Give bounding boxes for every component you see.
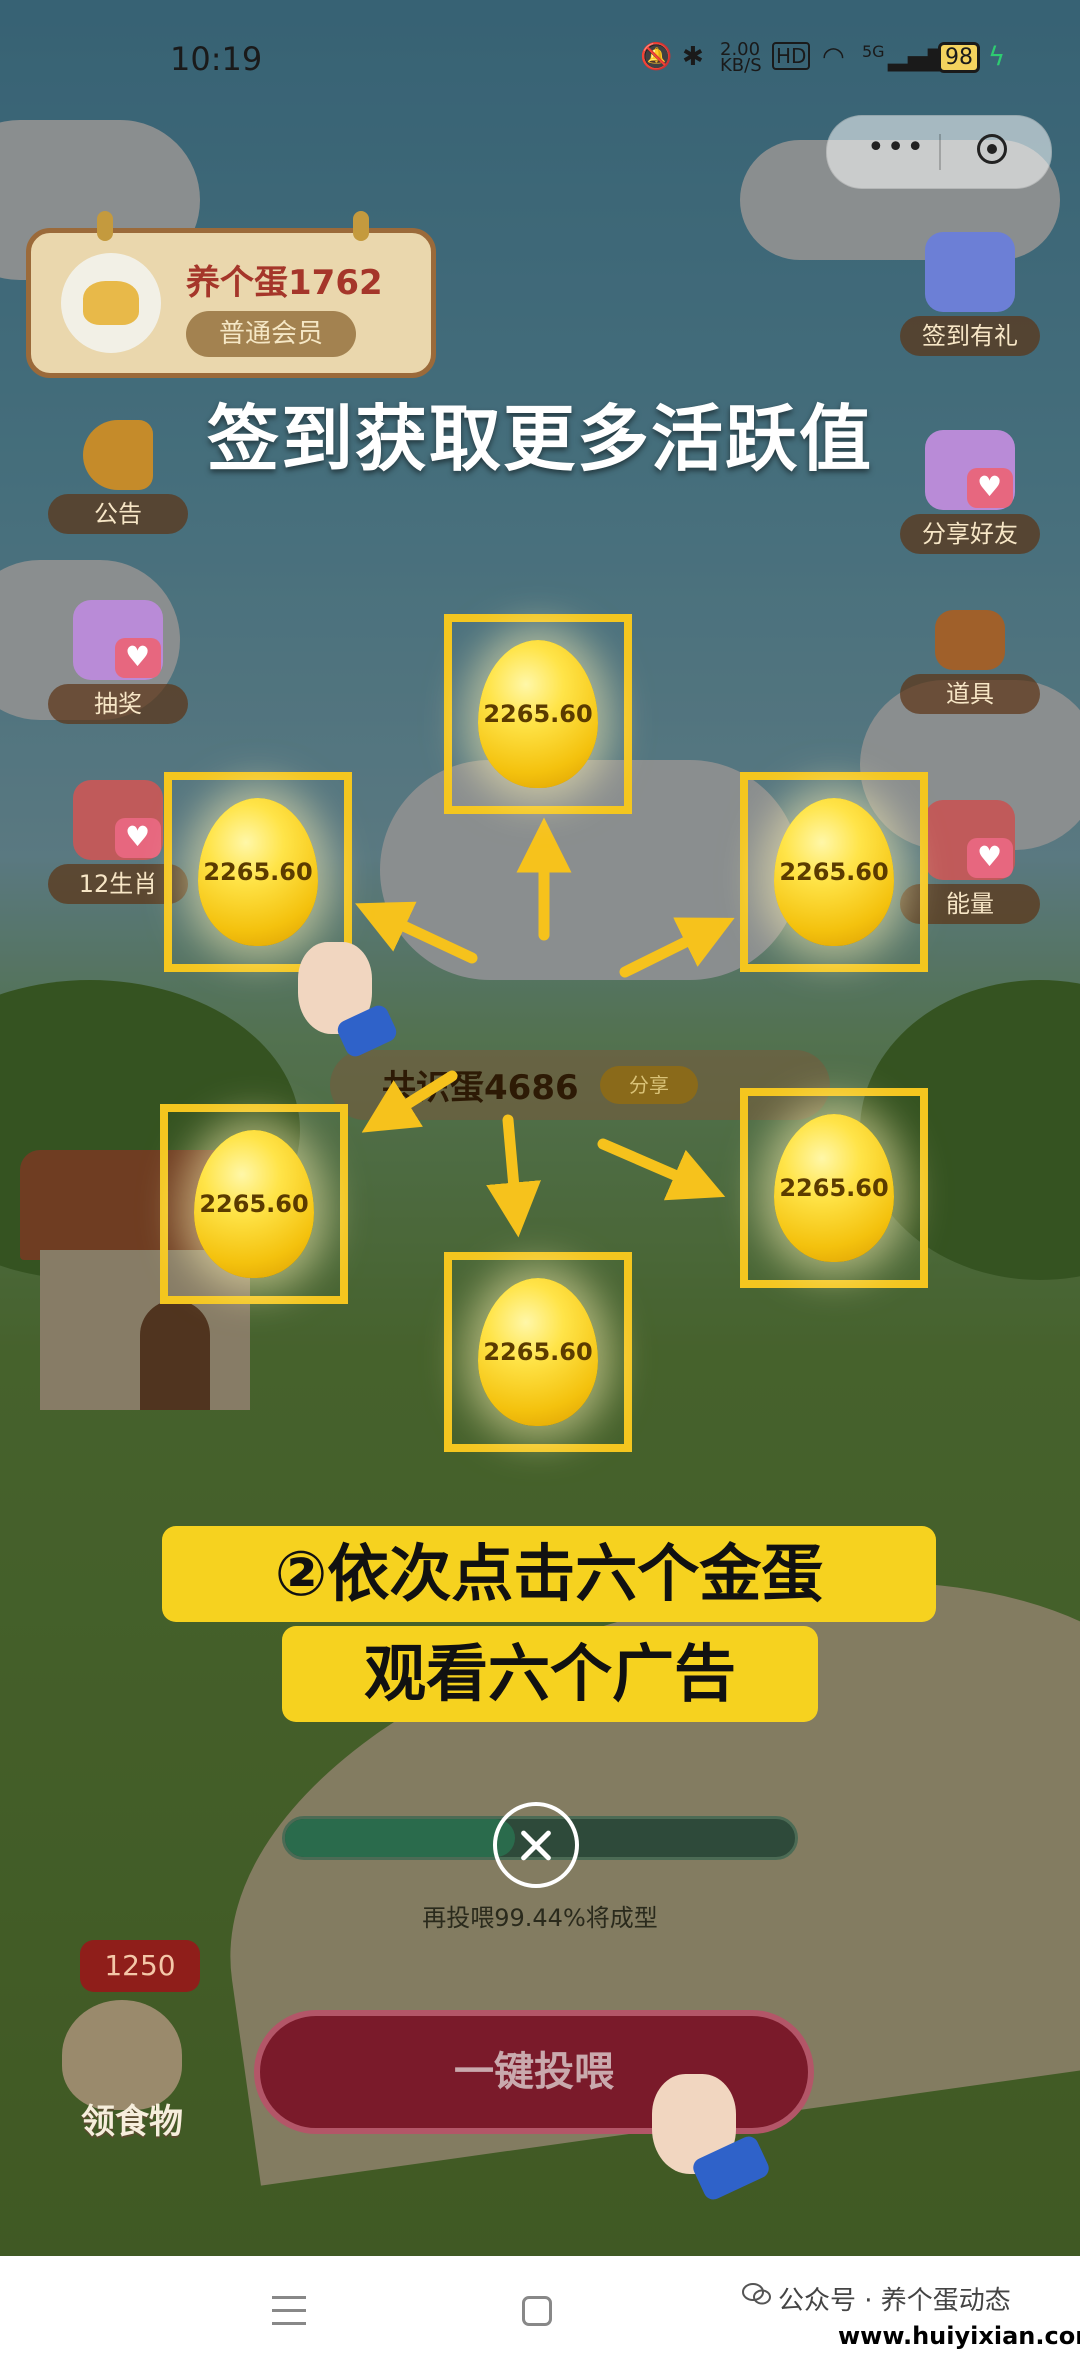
arrow-down-right [597, 1138, 726, 1201]
profile-card[interactable]: 养个蛋1762 普通会员 [26, 211, 436, 378]
wechat-icon [742, 2283, 771, 2305]
watermark-text: 公众号 · 养个蛋动态 [778, 2286, 1011, 2316]
home-icon[interactable] [522, 2296, 552, 2326]
lottery-icon [73, 600, 163, 680]
calendar-icon [925, 232, 1015, 312]
egg-value: 2265.60 [483, 700, 593, 728]
food-count: 1250 [80, 1940, 200, 1992]
bluetooth-icon: ✱ [682, 42, 704, 72]
battery-icon: 98 [938, 42, 980, 73]
food-bag-icon [62, 2000, 182, 2110]
capsule-divider [939, 134, 941, 170]
arrow-down-left [361, 1070, 458, 1133]
golden-egg-icon [198, 798, 318, 946]
golden-egg-top[interactable]: 2265.60 [444, 614, 632, 814]
egg-value: 2265.60 [203, 858, 313, 886]
golden-egg-bottom[interactable]: 2265.60 [444, 1252, 632, 1452]
zodiac-icon [73, 780, 163, 860]
watermark-account: 公众号 · 养个蛋动态 [742, 2280, 1011, 2317]
hammer-icon [935, 610, 1005, 670]
share-icon [925, 430, 1015, 510]
side-button-share[interactable]: 分享好友 [900, 430, 1040, 554]
golden-egg-icon [774, 798, 894, 946]
arrow-up-right [619, 917, 735, 978]
golden-egg-upper-right[interactable]: 2265.60 [740, 772, 928, 972]
side-button-announcement[interactable]: 公告 [48, 420, 188, 534]
avatar [61, 253, 161, 353]
tutorial-step-line2: 观看六个广告 [282, 1626, 818, 1722]
arrow-up-left [355, 901, 478, 964]
food-button[interactable]: 1250 领食物 [52, 1940, 202, 2150]
system-navbar: 公众号 · 养个蛋动态 www.huiyixian.com [0, 2256, 1080, 2376]
side-label: 道具 [900, 674, 1040, 714]
side-label: 分享好友 [900, 514, 1040, 554]
golden-egg-lower-right[interactable]: 2265.60 [740, 1088, 928, 1288]
miniprogram-capsule[interactable]: ••• [826, 115, 1052, 189]
tutorial-step-line1: ②依次点击六个金蛋 [162, 1526, 936, 1622]
golden-egg-icon [194, 1130, 314, 1278]
side-label: 公告 [48, 494, 188, 534]
status-bar: 10:19 🔕 ✱ 2.00 KB/S HD ◠ 5G ▂▄▆ 98 ϟ [0, 30, 1080, 90]
side-button-props[interactable]: 道具 [900, 610, 1040, 714]
egg-value: 2265.60 [483, 1338, 593, 1366]
more-icon[interactable]: ••• [867, 130, 927, 165]
card-pin [97, 211, 113, 241]
hd-badge: HD [772, 42, 811, 70]
share-button[interactable]: 分享 [600, 1066, 698, 1104]
mute-icon: 🔕 [640, 42, 673, 72]
charging-icon: ϟ [988, 42, 1006, 72]
golden-egg-icon [478, 1278, 598, 1426]
wifi-icon: ◠ [822, 42, 845, 72]
golden-egg-icon [774, 1114, 894, 1262]
watermark-url: www.huiyixian.com [838, 2322, 1080, 2350]
egg-value: 2265.60 [779, 858, 889, 886]
chick-icon [83, 281, 139, 325]
tutorial-headline: 签到获取更多活跃值 [206, 397, 873, 481]
side-button-lottery[interactable]: 抽奖 [48, 600, 188, 724]
menu-icon[interactable] [272, 2296, 306, 2326]
close-miniprogram-icon[interactable] [977, 134, 1007, 164]
golden-egg-lower-left[interactable]: 2265.60 [160, 1104, 348, 1304]
member-badge: 普通会员 [186, 311, 356, 357]
egg-value: 2265.60 [199, 1190, 309, 1218]
progress-text: 再投喂99.44%将成型 [422, 1904, 658, 1932]
signal-label: 5G [862, 42, 885, 61]
megaphone-icon [83, 420, 153, 490]
food-label: 领食物 [81, 2102, 183, 2142]
arrow-down [486, 1114, 541, 1238]
golden-egg-upper-left[interactable]: 2265.60 [164, 772, 352, 972]
side-label: 签到有礼 [900, 316, 1040, 356]
card-pin [353, 211, 369, 241]
golden-egg-icon [478, 640, 598, 788]
growth-progress-fill [285, 1819, 515, 1857]
side-button-checkin[interactable]: 签到有礼 [900, 232, 1040, 356]
direction-arrows [355, 817, 735, 1238]
net-speed: 2.00 KB/S [720, 39, 762, 76]
egg-value: 2265.60 [779, 1174, 889, 1202]
clock: 10:19 [170, 40, 263, 78]
energy-icon [925, 800, 1015, 880]
user-name: 养个蛋1762 [186, 263, 383, 303]
tutorial-overlay: 签到获取更多活跃值 2265.60 2265.60 2265.60 2265.6… [0, 0, 1080, 2256]
side-label: 抽奖 [48, 684, 188, 724]
status-icons: 🔕 ✱ 2.00 KB/S HD ◠ 5G ▂▄▆ 98 ϟ [640, 39, 1020, 78]
close-tutorial-button[interactable] [493, 1802, 579, 1888]
